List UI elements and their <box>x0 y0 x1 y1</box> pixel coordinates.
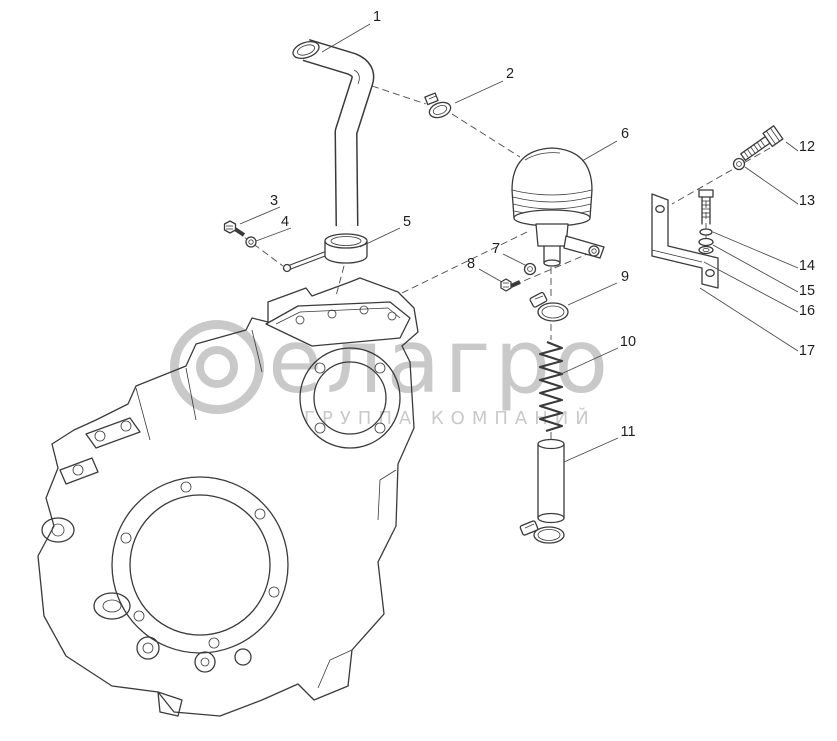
hose-tube <box>519 438 565 544</box>
washer-7 <box>523 262 537 276</box>
engine-housing <box>37 277 419 717</box>
mounting-bracket <box>651 193 719 289</box>
washer-4 <box>245 236 257 248</box>
bolt-8 <box>500 278 521 292</box>
breather-cap-assembly <box>511 147 605 267</box>
callout-8: 8 <box>466 255 476 272</box>
small-hose-clamp <box>424 92 452 119</box>
callout-3: 3 <box>269 192 279 209</box>
callout-6: 6 <box>620 125 630 142</box>
callout-13: 13 <box>798 192 816 209</box>
callout-10: 10 <box>619 333 637 350</box>
belagro-logo-icon <box>170 320 264 414</box>
callout-7: 7 <box>491 240 501 257</box>
callout-11: 11 <box>620 423 636 440</box>
bolt-3 <box>223 220 246 237</box>
callout-2: 2 <box>505 65 515 82</box>
leader-lines <box>239 23 799 463</box>
callout-4: 4 <box>280 213 290 230</box>
callout-16: 16 <box>798 302 816 319</box>
assembly-axis-lines <box>235 85 771 441</box>
washer-13 <box>732 157 746 171</box>
callout-12: 12 <box>798 138 816 155</box>
belagro-logo-inner-ring <box>196 346 238 388</box>
spring <box>538 341 564 433</box>
breather-pipe <box>292 38 375 227</box>
callout-1: 1 <box>372 8 382 25</box>
stud-and-washers <box>698 189 714 255</box>
callout-14: 14 <box>798 257 816 274</box>
hose-clamp-upper <box>529 291 569 322</box>
pipe-clamp-with-strap <box>282 233 368 273</box>
callout-17: 17 <box>798 342 816 359</box>
callout-9: 9 <box>620 268 630 285</box>
bolt-12 <box>740 125 784 161</box>
callout-5: 5 <box>402 213 412 230</box>
callout-15: 15 <box>798 282 816 299</box>
